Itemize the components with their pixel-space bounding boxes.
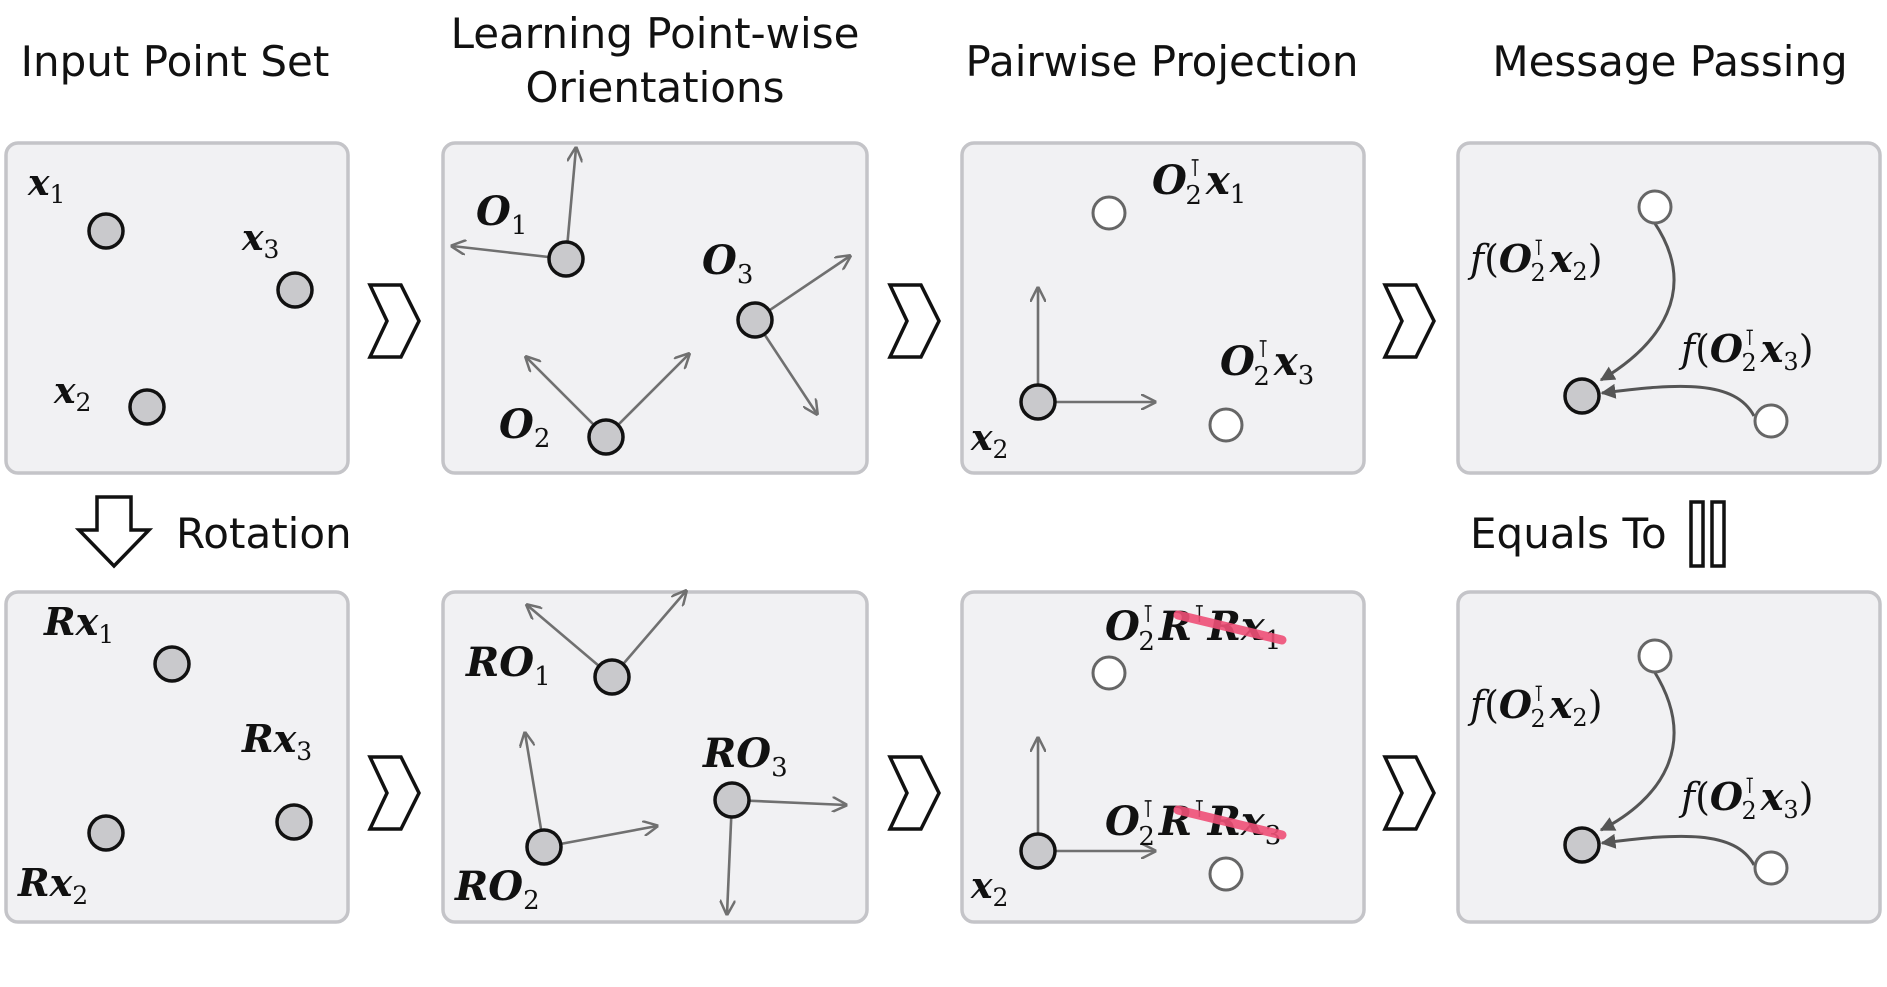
point-o2 xyxy=(587,418,625,456)
point-target-rot xyxy=(1563,826,1601,864)
rotation-label: Rotation xyxy=(176,509,352,558)
point-rx1 xyxy=(153,645,191,683)
point-x2 xyxy=(128,388,166,426)
point-rx2 xyxy=(87,814,125,852)
header-learning-line1: Learning Point-wise xyxy=(451,9,860,58)
label-x2: x2 xyxy=(53,370,91,417)
point-ro1 xyxy=(593,658,631,696)
panel-proj-bottom-content: x2 O⊺2R⊺Rx1 O⊺2R⊺Rx3 xyxy=(970,600,1287,912)
source-rx1 xyxy=(1637,638,1673,674)
panel-input-top-content: x1 x3 x2 xyxy=(27,162,314,426)
point-x2-proj-rot xyxy=(1019,832,1057,870)
label-ro3: RO3 xyxy=(702,730,788,783)
panel-orient-top xyxy=(441,141,869,475)
equals-bar-icon xyxy=(1689,500,1705,568)
panel-orient-bottom-content: RO1 RO3 RO2 xyxy=(454,591,846,916)
header-learning-line2: Orientations xyxy=(526,63,785,112)
label-rx1: Rx1 xyxy=(43,599,114,649)
chevron-icon xyxy=(367,283,421,359)
projected-rx1 xyxy=(1091,655,1127,691)
header-pairwise-projection: Pairwise Projection xyxy=(966,37,1359,86)
panel-proj-top xyxy=(960,141,1366,475)
label-x3: x3 xyxy=(241,217,279,264)
panel-proj-bottom xyxy=(960,590,1366,924)
point-ro2 xyxy=(525,828,563,866)
label-ro1: RO1 xyxy=(465,639,551,692)
point-x3 xyxy=(276,271,314,309)
source-x1 xyxy=(1637,189,1673,225)
header-message-passing: Message Passing xyxy=(1492,37,1847,86)
point-o3 xyxy=(736,301,774,339)
chevron-icon xyxy=(1382,755,1436,831)
point-x1 xyxy=(87,212,125,250)
header-input-point-set: Input Point Set xyxy=(21,37,330,86)
point-rx3 xyxy=(275,803,313,841)
label-o2: O2 xyxy=(499,401,550,454)
chevron-icon xyxy=(887,283,941,359)
chevron-icon xyxy=(367,755,421,831)
label-x2-proj: x2 xyxy=(970,417,1008,464)
source-x3 xyxy=(1753,403,1789,439)
label-o3: O3 xyxy=(702,237,753,290)
label-x2-proj-rot: x2 xyxy=(970,865,1008,912)
chevron-icon xyxy=(1382,283,1436,359)
label-o1: O1 xyxy=(476,188,527,241)
panel-input-bottom-content: Rx1 Rx3 Rx2 xyxy=(17,599,313,910)
label-rx3: Rx3 xyxy=(241,716,312,766)
cancel-strike xyxy=(1173,610,1287,645)
projected-x1 xyxy=(1091,195,1127,231)
label-o2t-rt-rx1: O⊺2R⊺Rx1 xyxy=(1105,600,1281,657)
equals-to-label: Equals To xyxy=(1470,509,1667,558)
cancel-strike xyxy=(1173,805,1287,840)
projected-rx3 xyxy=(1208,856,1244,892)
label-ro2: RO2 xyxy=(454,863,540,916)
label-x1: x1 xyxy=(27,162,65,209)
point-target xyxy=(1563,377,1601,415)
label-rx2: Rx2 xyxy=(17,860,88,910)
point-ro3 xyxy=(713,781,751,819)
point-x2-proj xyxy=(1019,383,1057,421)
down-arrow-icon xyxy=(74,495,154,569)
projected-x3 xyxy=(1208,407,1244,443)
panel-orient-top-content: O1 O3 O2 xyxy=(452,148,850,456)
chevron-icon xyxy=(887,755,941,831)
point-o1 xyxy=(547,240,585,278)
equals-bar-icon xyxy=(1710,500,1726,568)
source-rx3 xyxy=(1753,850,1789,886)
